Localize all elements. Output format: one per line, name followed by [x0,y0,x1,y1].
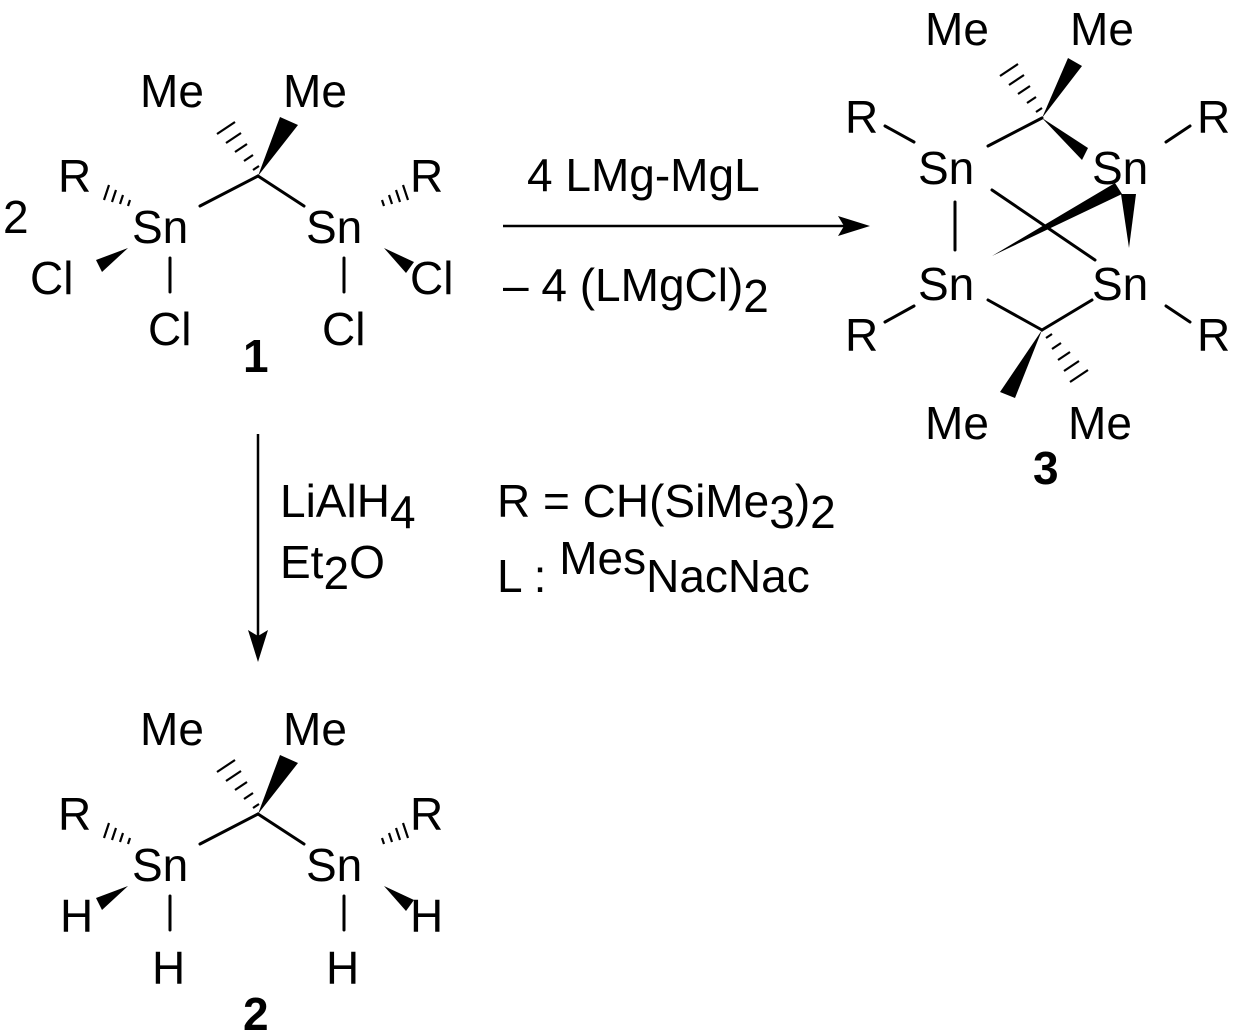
r-sn-bond [1164,124,1192,144]
byproduct-subscript: 2 [743,270,769,322]
methyl-label: Me [283,65,347,117]
hashed-bond [102,184,132,207]
r-substituent-label: R [410,150,443,202]
l-definition-text: L : [497,550,559,602]
tin-atom-label: Sn [306,839,362,891]
methyl-label: Me [925,3,989,55]
wedge-bond [1042,58,1082,118]
methyl-label: Me [140,703,204,755]
sn-c-bond [986,116,1044,148]
solvent-label: Et2O [280,536,385,599]
sn-c-bond [1040,298,1094,332]
r-definition-text: R = CH(SiMe [497,475,769,527]
methyl-label: Me [1070,3,1134,55]
reducing-agent-subscript: 4 [390,486,416,538]
reducing-agent-label: LiAlH4 [280,475,416,538]
reagent-label: 4 LMg-MgL [527,149,760,201]
reaction-arrow-down [248,434,268,662]
r-substituent-label: R [58,150,91,202]
byproduct-label: – 4 (LMgCl)2 [503,259,769,322]
wedge-bond [1121,194,1136,248]
byproduct-formula: – 4 (LMgCl) [503,259,743,311]
c-sn-bond [198,812,260,846]
l-definition-text: NacNac [646,550,810,602]
hydrogen-atom-label: H [326,942,359,994]
chlorine-atom-label: Cl [148,303,191,355]
solvent-subscript: 2 [323,547,349,599]
compound-number: 2 [243,988,269,1035]
methyl-label: Me [1068,397,1132,449]
l-definition-superscript: Mes [559,532,646,584]
c-sn-bond [256,812,306,846]
methyl-label: Me [283,703,347,755]
compound-1: 2 Me Me R R Sn Sn Cl Cl Cl Cl 1 [3,65,453,382]
tin-atom-label: Sn [918,258,974,310]
wedge-bond [258,755,298,814]
chlorine-atom-label: Cl [30,252,73,304]
stoichiometric-coefficient: 2 [3,191,29,243]
r-sn-bond [1164,304,1192,324]
hydrogen-atom-label: H [410,890,443,942]
reaction-arrow-right [503,216,870,236]
hashed-bond [380,822,410,845]
r-substituent-label: R [410,788,443,840]
hydrogen-atom-label: H [60,890,93,942]
r-definition-text: ) [795,475,810,527]
hashed-bond [216,759,260,809]
chlorine-atom-label: Cl [410,252,453,304]
sn-sn-bond [990,188,1097,262]
methyl-label: Me [140,65,204,117]
hydrogen-atom-label: H [152,942,185,994]
methyl-label: Me [925,397,989,449]
compound-number: 1 [243,330,269,382]
hashed-bond [102,822,132,845]
sn-c-bond [986,298,1044,332]
arrowhead [838,216,870,236]
tin-atom-label: Sn [1092,258,1148,310]
r-definition-subscript: 3 [769,486,795,538]
hashed-bond [380,184,410,207]
solvent-formula-part: O [349,536,385,588]
r-sn-bond [883,304,916,324]
tin-atom-label: Sn [918,142,974,194]
tin-atom-label: Sn [1092,142,1148,194]
r-substituent-label: R [1197,309,1230,361]
r-substituent-label: R [845,91,878,143]
tin-atom-label: Sn [306,201,362,253]
l-definition: L : MesNacNac [497,532,810,602]
r-substituent-label: R [1197,91,1230,143]
r-definition-subscript: 2 [810,486,836,538]
r-sn-bond [883,124,916,144]
compound-number: 3 [1033,442,1059,494]
tin-atom-label: Sn [132,839,188,891]
wedge-bond [1042,118,1088,160]
c-sn-bond [256,174,306,208]
solvent-formula-part: Et [280,536,324,588]
wedge-bond [96,886,128,910]
hashed-bond [999,63,1043,113]
wedge-bond [96,248,128,272]
wedge-bond [992,183,1122,256]
compound-2: Me Me R R Sn Sn H H H H 2 [58,703,443,1035]
wedge-bond [384,886,414,911]
arrowhead [248,630,268,662]
wedge-bond [258,117,298,176]
r-substituent-label: R [58,788,91,840]
tin-atom-label: Sn [132,201,188,253]
compound-3: Me Me R R Sn Sn Sn Sn R R Me Me 3 [845,3,1230,494]
c-sn-bond [198,174,260,208]
wedge-bond [1000,330,1042,398]
hashed-bond [1045,333,1089,383]
chlorine-atom-label: Cl [322,303,365,355]
r-substituent-label: R [845,309,878,361]
wedge-bond [384,248,414,273]
reducing-agent-formula: LiAlH [280,475,390,527]
hashed-bond [216,121,260,171]
r-definition: R = CH(SiMe3)2 [497,475,836,538]
